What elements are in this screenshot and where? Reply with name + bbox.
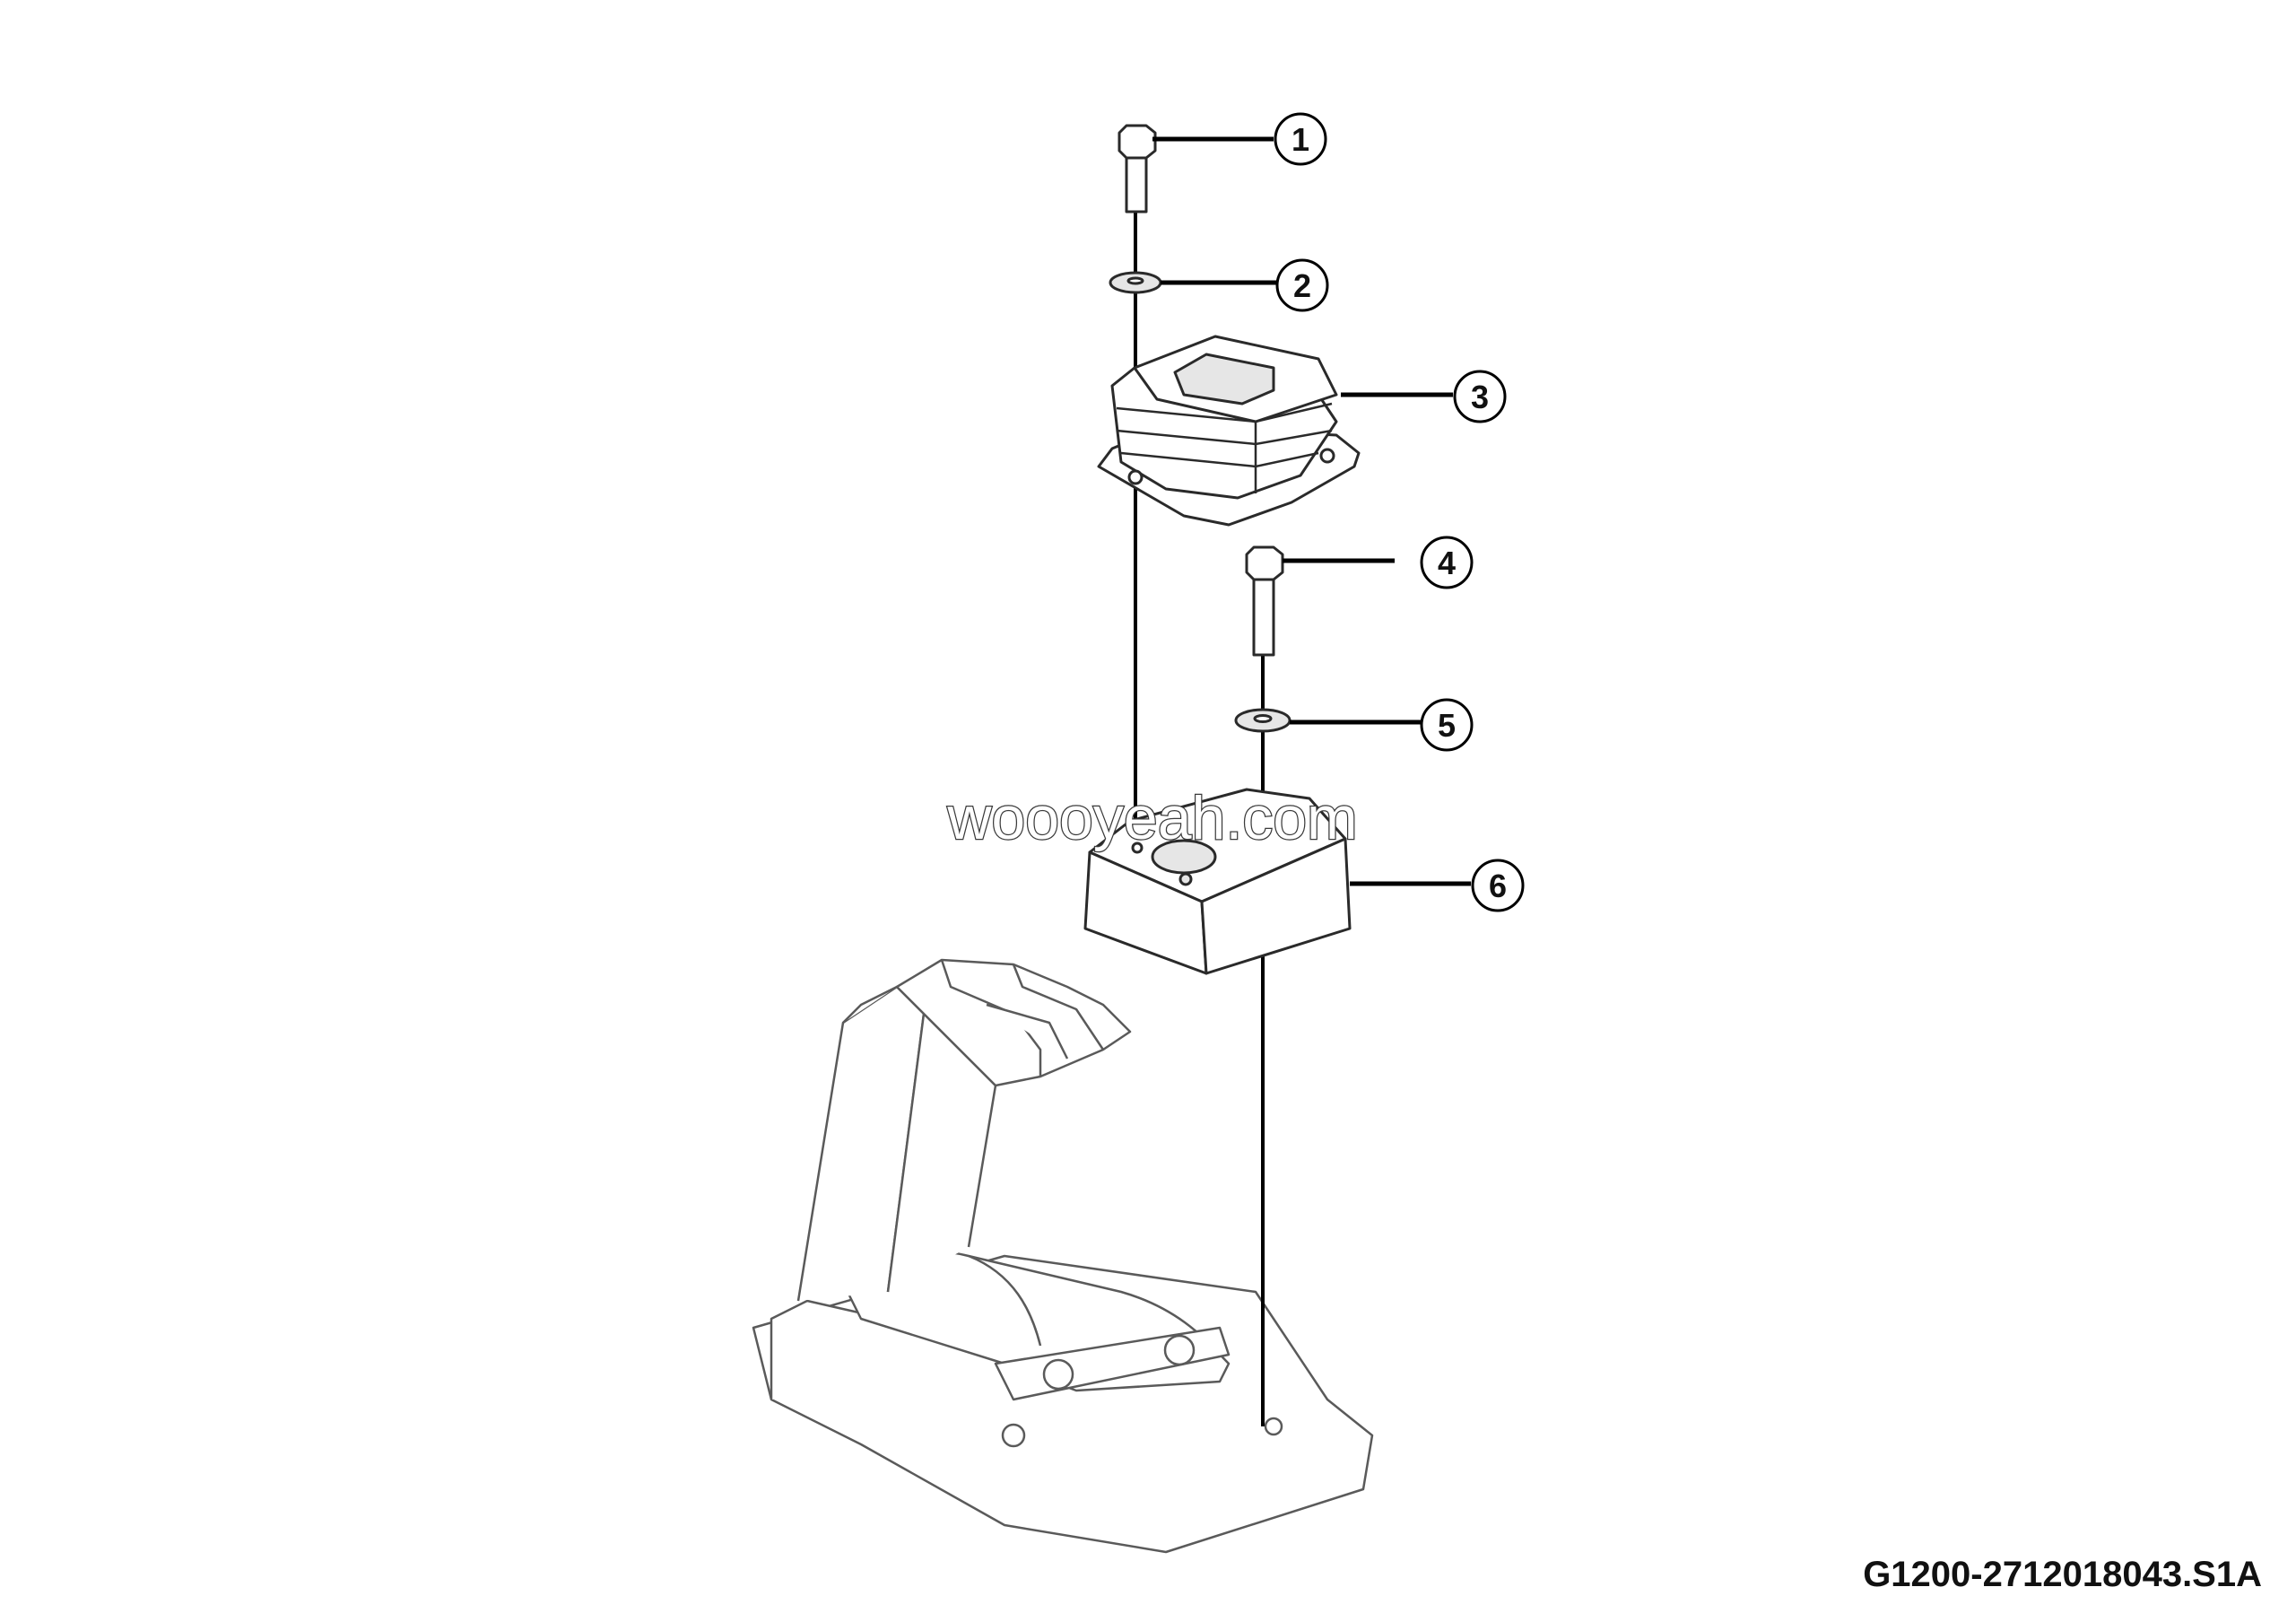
callout-2: 2 [1275, 258, 1329, 312]
callout-6: 6 [1471, 859, 1525, 912]
watermark-text: woooyeah.com [946, 784, 1357, 852]
washer-upper [1109, 271, 1162, 294]
callout-4: 4 [1420, 536, 1474, 589]
callout-5-label: 5 [1438, 707, 1456, 744]
callout-1-label: 1 [1292, 121, 1309, 158]
rubber-boot [1097, 335, 1361, 527]
callout-6-label: 6 [1489, 868, 1507, 904]
mounting-block [1083, 788, 1352, 975]
base-bracket [752, 958, 1374, 1554]
bolt-lower [1245, 545, 1284, 657]
callout-5: 5 [1420, 698, 1474, 752]
bolt-upper [1118, 124, 1157, 214]
washer-lower [1234, 708, 1292, 733]
reference-code: G1200-2712018043.S1A [1863, 1555, 2262, 1594]
callout-3: 3 [1453, 370, 1507, 423]
callout-2-label: 2 [1293, 267, 1311, 304]
callout-3-label: 3 [1471, 379, 1489, 415]
callout-4-label: 4 [1438, 545, 1456, 581]
callout-1: 1 [1274, 112, 1327, 166]
